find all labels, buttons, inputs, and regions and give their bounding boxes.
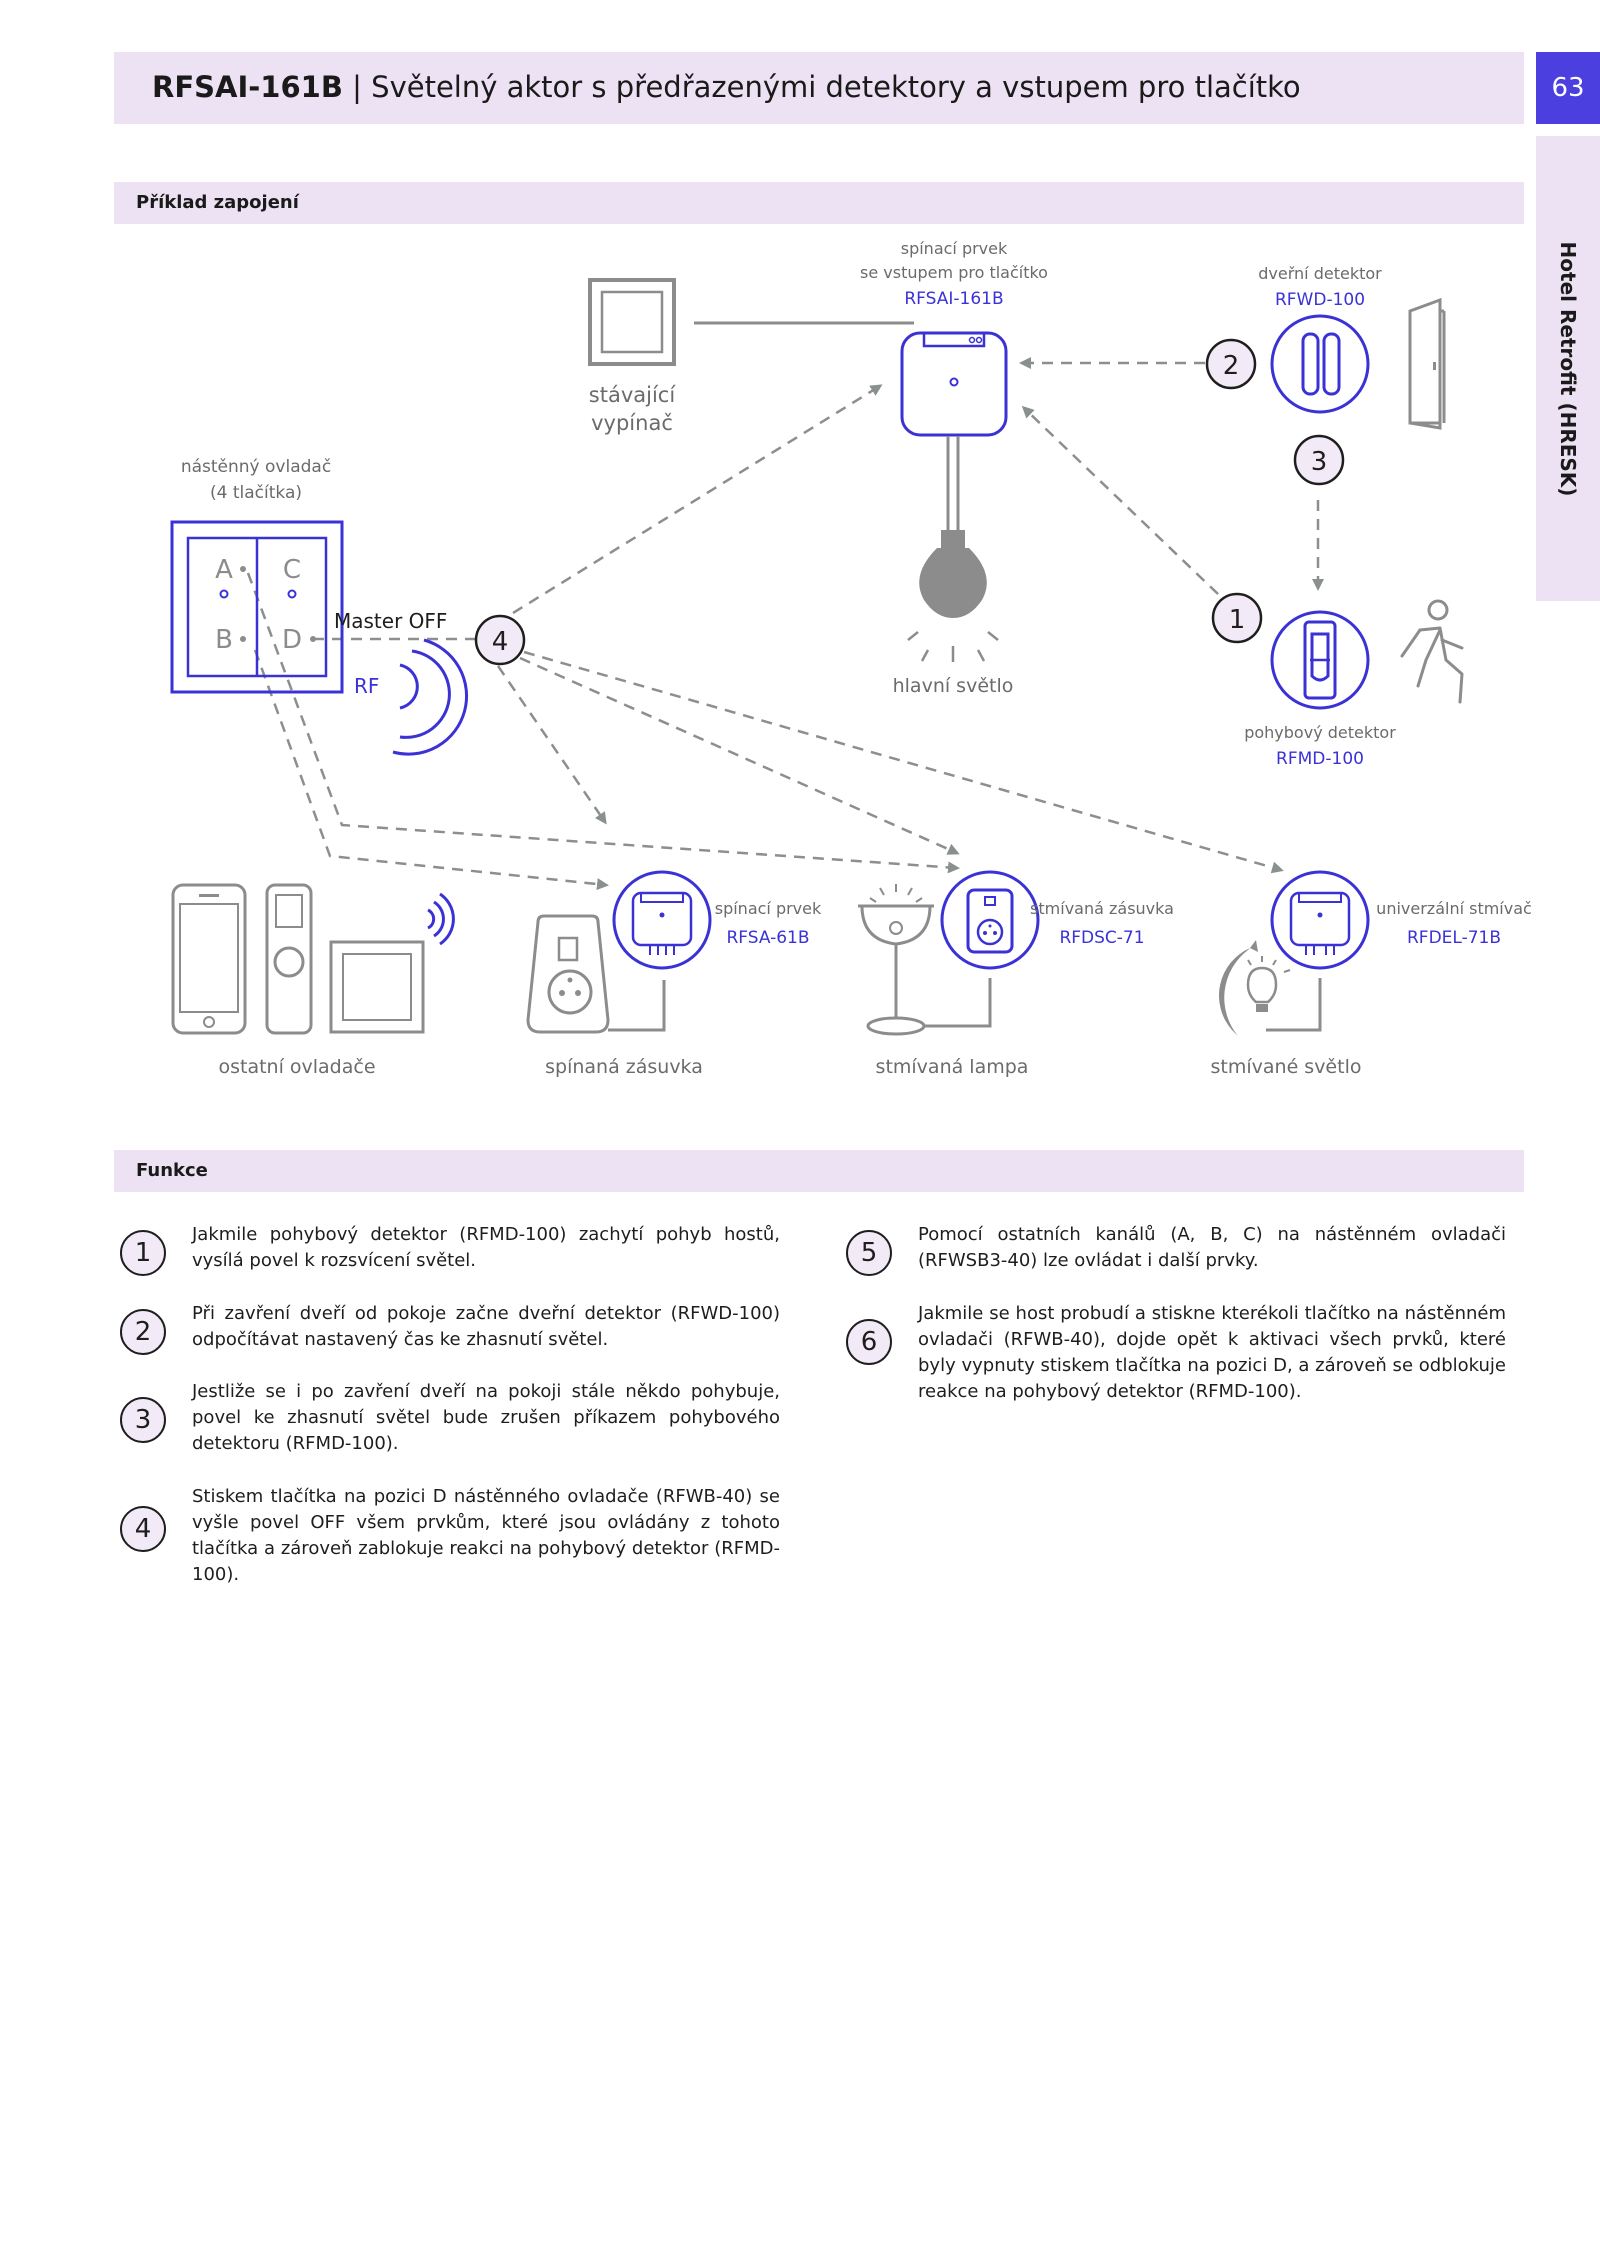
section-example-label: Příklad zapojení: [136, 192, 299, 213]
dimmed-lamp-label: stmívaná lampa: [876, 1056, 1029, 1078]
function-text: Jakmile se host probudí a stiskne kterék…: [918, 1303, 1506, 1402]
motion-detector-label: pohybový detektor: [1244, 723, 1396, 742]
button-d-label: D: [282, 625, 302, 655]
main-actor-model: RFSAI-161B: [904, 289, 1003, 309]
door-detector-model: RFWD-100: [1275, 290, 1365, 310]
function-item-2: 2 Při zavření dveří od pokoje začne dveř…: [120, 1301, 780, 1355]
function-number: 2: [120, 1309, 166, 1355]
main-light-label: hlavní světlo: [893, 675, 1014, 697]
side-tab: Hotel Retrofit (HRESK): [1536, 136, 1600, 601]
main-actor: spínací prvek se vstupem pro tlačítko RF…: [860, 239, 1048, 530]
arrow-b-to-socket: [253, 649, 609, 891]
function-number: 4: [120, 1506, 166, 1552]
dimmed-socket-model: RFDSC-71: [1059, 928, 1144, 948]
wall-controller: nástěnný ovladač (4 tlačítka) A C B D Ma…: [170, 457, 469, 756]
rf-waves-icon: [392, 638, 469, 756]
dimmed-lamp: stmívaná zásuvka RFDSC-71 stmívaná lampa: [858, 870, 1174, 1078]
function-item-4: 4 Stiskem tlačítka na pozici D nástěnnéh…: [120, 1484, 780, 1588]
arrow-master-to-actor: [512, 384, 883, 615]
function-item-3: 3 Jestliže se i po zavření dveří na poko…: [120, 1379, 780, 1457]
existing-switch-line2: vypínač: [591, 411, 673, 435]
switched-socket-model: RFSA-61B: [726, 928, 809, 948]
signal-arrows: [246, 357, 1324, 891]
function-text: Stiskem tlačítka na pozici D nástěnného …: [192, 1486, 780, 1585]
main-actor-line2: se vstupem pro tlačítko: [860, 263, 1048, 282]
door-detector-label: dveřní detektor: [1258, 264, 1382, 283]
function-item-6: 6 Jakmile se host probudí a stiskne kter…: [846, 1301, 1506, 1405]
function-number: 1: [120, 1230, 166, 1276]
title-text: Světelný aktor s předřazenými detektory …: [371, 70, 1301, 104]
function-text: Jakmile pohybový detektor (RFMD-100) zac…: [192, 1224, 780, 1271]
function-text: Pomocí ostatních kanálů (A, B, C) na nás…: [918, 1224, 1506, 1271]
door-detector: dveřní detektor RFWD-100: [1258, 264, 1446, 430]
other-controls-rf-icon: [427, 892, 455, 946]
function-number: 3: [120, 1397, 166, 1443]
marker-1: 1: [1229, 605, 1246, 635]
dimmer-model: RFDEL-71B: [1407, 928, 1501, 948]
dimmed-socket-type: stmívaná zásuvka: [1030, 899, 1174, 918]
master-off-label: Master OFF: [334, 609, 447, 633]
marker-4: 4: [492, 627, 509, 657]
button-c-label: C: [283, 555, 301, 585]
function-text: Jestliže se i po zavření dveří na pokoji…: [192, 1381, 780, 1454]
switched-socket-label: spínaná zásuvka: [545, 1056, 703, 1078]
arrow-master-to-socket: [496, 665, 607, 825]
button-a-label: A: [215, 555, 233, 585]
rf-label: RF: [354, 674, 379, 698]
person-icon: [1400, 599, 1464, 704]
function-text: Při zavření dveří od pokoje začne dveřní…: [192, 1303, 780, 1350]
marker-2: 2: [1223, 351, 1240, 381]
section-example-bar: Příklad zapojení: [114, 182, 1524, 224]
motion-detector: pohybový detektor RFMD-100: [1244, 610, 1396, 769]
switched-socket-type: spínací prvek: [715, 899, 822, 918]
main-light-bulb: hlavní světlo: [893, 530, 1014, 697]
marker-3: 3: [1311, 447, 1328, 477]
main-actor-line1: spínací prvek: [901, 239, 1008, 258]
existing-switch-line1: stávající: [589, 383, 677, 407]
dimmer-type: univerzální stmívač: [1376, 899, 1532, 918]
button-b-label: B: [215, 625, 233, 655]
section-functions-bar: Funkce: [114, 1150, 1524, 1192]
wiring-diagram: stávající vypínač spínací prvek se vstup…: [114, 220, 1534, 1100]
switched-socket: spínací prvek RFSA-61B spínaná zásuvka: [526, 870, 822, 1078]
arrow-a-to-lamp: [246, 572, 960, 874]
side-tab-label: Hotel Retrofit (HRESK): [1556, 241, 1580, 496]
dimmed-light: univerzální stmívač RFDEL-71B stmívané s…: [1211, 870, 1532, 1078]
product-code: RFSAI-161B: [152, 70, 343, 104]
arrow-master-to-lamp: [519, 656, 960, 855]
motion-detector-model: RFMD-100: [1276, 749, 1364, 769]
other-controls: ostatní ovladače: [171, 883, 455, 1078]
function-number: 6: [846, 1319, 892, 1365]
function-item-1: 1 Jakmile pohybový detektor (RFMD-100) z…: [120, 1222, 780, 1276]
page-number: 63: [1536, 52, 1600, 124]
arrow-master-to-dimmer: [523, 650, 1284, 874]
wall-controller-line1: nástěnný ovladač: [181, 457, 331, 477]
function-number: 5: [846, 1230, 892, 1276]
title-separator: |: [342, 70, 372, 104]
other-controls-label: ostatní ovladače: [218, 1056, 375, 1078]
section-functions-label: Funkce: [136, 1160, 208, 1181]
header-bar: [114, 52, 1524, 124]
existing-switch: stávající vypínač: [588, 278, 914, 435]
function-item-5: 5 Pomocí ostatních kanálů (A, B, C) na n…: [846, 1222, 1506, 1276]
dimmed-light-label: stmívané světlo: [1211, 1056, 1362, 1078]
page-title: RFSAI-161B | Světelný aktor s předřazený…: [152, 70, 1301, 104]
wall-controller-line2: (4 tlačítka): [210, 483, 302, 503]
arrow-motion-to-actor: [1021, 405, 1219, 595]
markers: 4 2 3 1: [474, 338, 1345, 666]
